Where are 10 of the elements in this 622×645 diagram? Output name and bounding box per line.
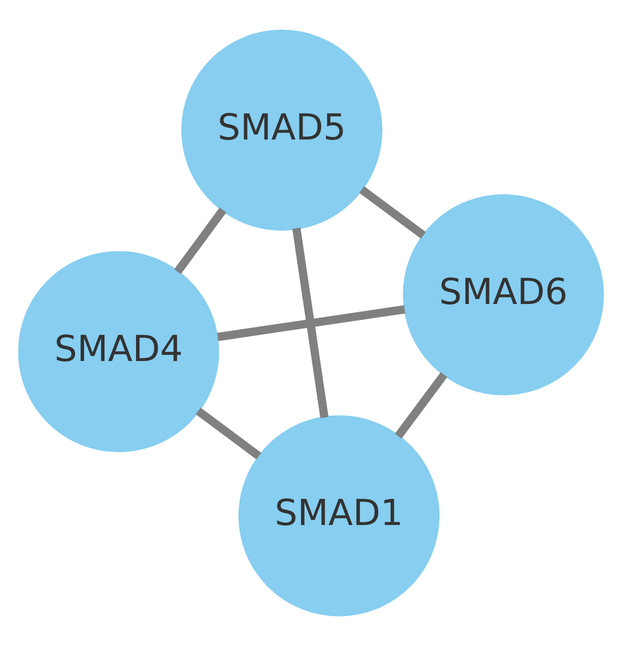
connector: [217, 304, 406, 341]
node-circle: SMAD6: [402, 194, 604, 395]
connector: [359, 186, 426, 238]
node-circle: SMAD1: [238, 414, 440, 616]
connector: [292, 227, 329, 418]
connector: [394, 372, 448, 438]
node-circle: SMAD4: [18, 250, 220, 452]
connector: [196, 407, 262, 459]
node-circle: SMAD5: [181, 29, 382, 230]
connector: [174, 207, 226, 274]
